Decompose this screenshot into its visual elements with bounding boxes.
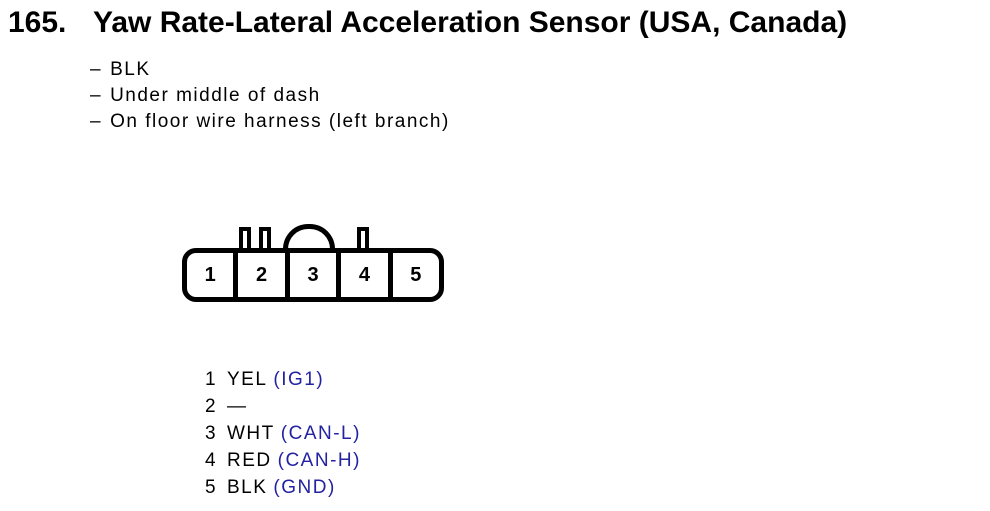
pin-number: 1	[205, 368, 218, 390]
note-text: On floor wire harness (left branch)	[110, 111, 450, 132]
note-text: BLK	[110, 59, 151, 80]
location-notes: – BLK – Under middle of dash – On floor …	[90, 57, 450, 135]
pinout-row: 4 RED (CAN-H)	[205, 447, 361, 474]
signal-name: (IG1)	[273, 368, 325, 390]
dash-bullet: –	[90, 85, 103, 106]
page-title: 165. Yaw Rate-Lateral Acceleration Senso…	[8, 6, 847, 40]
connector-cavity-2: 2	[238, 253, 290, 297]
signal-name: (GND)	[273, 476, 336, 498]
pinout-row: 2 —	[205, 393, 361, 420]
pin-number: 4	[205, 449, 218, 471]
pin-number: 2	[205, 395, 218, 417]
section-title: Yaw Rate-Lateral Acceleration Sensor (US…	[93, 6, 848, 39]
connector-keying-tab	[239, 227, 251, 249]
dash-bullet: –	[90, 59, 103, 80]
wire-color: —	[227, 395, 248, 417]
note-line: – On floor wire harness (left branch)	[90, 109, 450, 135]
connector-keying-tab	[259, 227, 271, 249]
signal-name: (CAN-H)	[277, 449, 361, 471]
section-number: 165.	[8, 6, 67, 39]
pinout-row: 5 BLK (GND)	[205, 474, 361, 501]
note-line: – BLK	[90, 57, 450, 83]
pinout-list: 1 YEL (IG1) 2 — 3 WHT (CAN-L) 4 RED (CAN…	[205, 366, 361, 501]
connector-keying-tab	[357, 227, 369, 249]
pinout-row: 3 WHT (CAN-L)	[205, 420, 361, 447]
connector-cavity-4: 4	[341, 253, 393, 297]
note-line: – Under middle of dash	[90, 83, 450, 109]
pin-number: 5	[205, 476, 218, 498]
signal-name: (CAN-L)	[280, 422, 361, 444]
wire-color: BLK	[227, 476, 268, 498]
pin-number: 3	[205, 422, 218, 444]
note-text: Under middle of dash	[110, 85, 321, 106]
connector-body: 1 2 3 4 5	[182, 248, 444, 302]
wire-color: YEL	[227, 368, 268, 390]
connector-cavity-5: 5	[410, 263, 422, 286]
wire-color: RED	[227, 449, 272, 471]
connector-cavity-1: 1	[187, 253, 239, 297]
connector-cavity-3: 3	[290, 253, 342, 297]
connector-latch-dome	[283, 224, 335, 249]
wire-color: WHT	[227, 422, 275, 444]
pinout-row: 1 YEL (IG1)	[205, 366, 361, 393]
dash-bullet: –	[90, 111, 103, 132]
